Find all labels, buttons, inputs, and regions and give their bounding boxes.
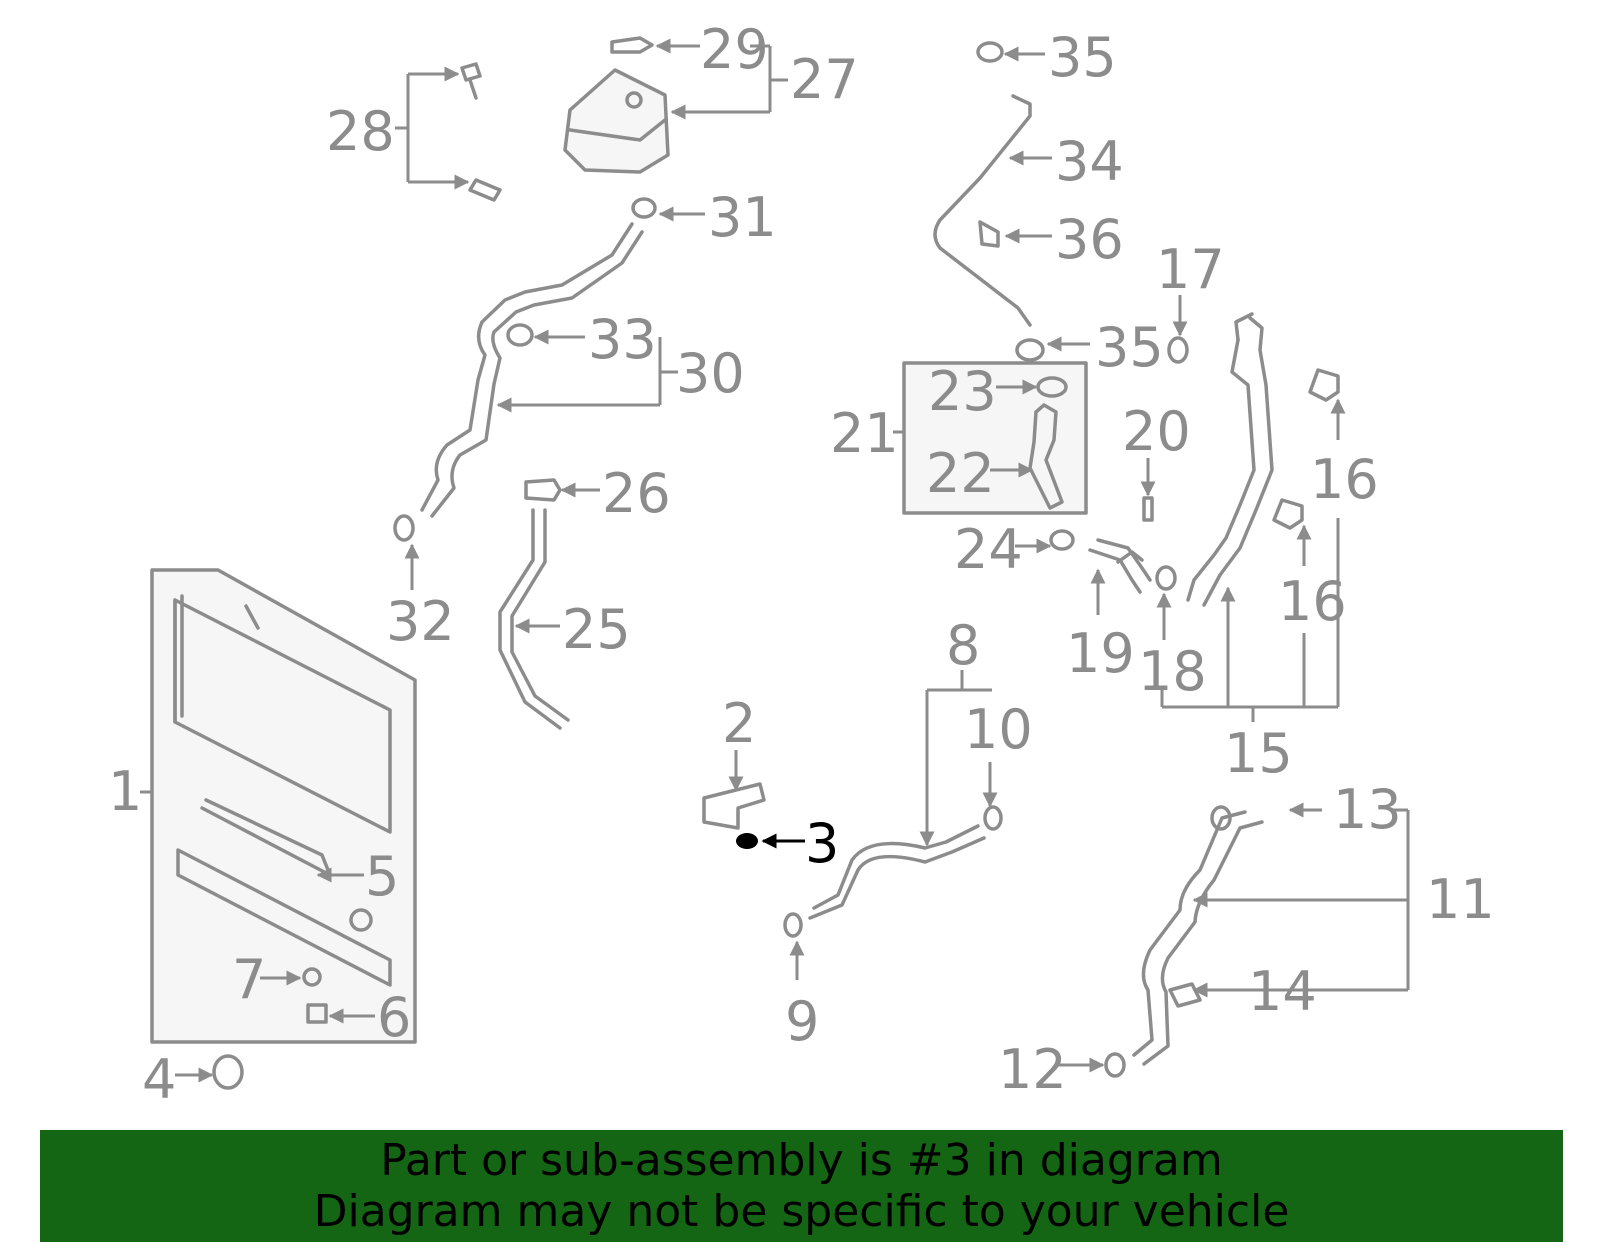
svg-text:16: 16	[1278, 570, 1347, 633]
callout-10: 10	[964, 698, 1033, 831]
svg-text:15: 15	[1224, 722, 1293, 785]
sub-assembly-box-21: 21	[830, 361, 1088, 515]
svg-text:11: 11	[1426, 868, 1495, 931]
callout-25: 25	[514, 598, 631, 661]
svg-text:33: 33	[588, 308, 657, 371]
callout-18: 18	[1138, 592, 1207, 703]
svg-text:24: 24	[954, 518, 1023, 581]
reservoir-tank	[563, 36, 670, 174]
callout-15: 15	[1160, 518, 1340, 785]
svg-text:8: 8	[946, 614, 980, 677]
svg-text:3: 3	[805, 812, 839, 875]
callout-28: 28	[326, 62, 502, 202]
hose-part-8: 8	[808, 614, 992, 920]
svg-text:35: 35	[1095, 316, 1164, 379]
callout-12: 12	[998, 1038, 1126, 1101]
svg-text:12: 12	[998, 1038, 1067, 1101]
radiator-assembly	[150, 568, 417, 1044]
hose-part-30	[393, 197, 657, 542]
svg-text:29: 29	[700, 18, 769, 81]
callout-24: 24	[954, 518, 1052, 581]
callout-20: 20	[1122, 400, 1191, 497]
callout-23: 23	[928, 360, 1038, 423]
callout-7: 7	[232, 948, 302, 1011]
svg-text:36: 36	[1055, 208, 1124, 271]
svg-text:35: 35	[1048, 26, 1117, 89]
svg-text:32: 32	[386, 590, 455, 653]
hose-part-11: 13 11 14	[1132, 778, 1495, 1066]
callout-35-bottom: 35	[1046, 316, 1164, 379]
banner-line-disclaimer: Diagram may not be specific to your vehi…	[313, 1186, 1290, 1237]
svg-text:9: 9	[785, 990, 819, 1053]
svg-text:4: 4	[142, 1048, 176, 1111]
callout-30: 30	[496, 337, 745, 413]
callout-16-upper: 16	[1310, 398, 1379, 511]
callout-27: 27	[670, 44, 859, 120]
callout-1: 1	[108, 760, 152, 823]
svg-text:26: 26	[602, 462, 671, 525]
callout-36: 36	[1004, 208, 1124, 271]
svg-text:2: 2	[722, 692, 756, 755]
svg-text:18: 18	[1138, 640, 1207, 703]
callout-9: 9	[783, 912, 819, 1053]
svg-text:10: 10	[964, 698, 1033, 761]
callout-16-lower: 16	[1278, 524, 1347, 633]
svg-text:1: 1	[108, 760, 142, 823]
callout-32: 32	[386, 543, 455, 653]
svg-text:19: 19	[1066, 622, 1135, 685]
callout-5: 5	[316, 845, 399, 908]
svg-text:23: 23	[928, 360, 997, 423]
bracket-part-2: 2	[702, 692, 766, 830]
callout-6: 6	[328, 986, 411, 1049]
svg-text:16: 16	[1310, 448, 1379, 511]
callout-19: 19	[1066, 568, 1135, 685]
callout-26: 26	[560, 462, 671, 525]
banner-line-part: Part or sub-assembly is #3 in diagram	[380, 1135, 1223, 1186]
callout-4: 4	[142, 1048, 244, 1111]
svg-text:17: 17	[1156, 238, 1225, 301]
svg-text:7: 7	[232, 948, 266, 1011]
svg-text:21: 21	[830, 402, 899, 465]
svg-text:6: 6	[377, 986, 411, 1049]
svg-text:20: 20	[1122, 400, 1191, 463]
callout-31: 31	[658, 186, 777, 249]
svg-text:34: 34	[1055, 130, 1124, 193]
callout-17: 17	[1156, 238, 1225, 337]
svg-text:14: 14	[1248, 960, 1317, 1023]
svg-text:28: 28	[326, 100, 395, 163]
svg-text:25: 25	[562, 598, 631, 661]
svg-text:31: 31	[708, 186, 777, 249]
callout-33: 33	[533, 308, 657, 371]
svg-text:13: 13	[1333, 778, 1402, 841]
hose-part-15	[1049, 312, 1340, 607]
hose-part-34	[933, 41, 1045, 362]
info-banner: Part or sub-assembly is #3 in diagram Di…	[40, 1130, 1563, 1242]
highlighted-part-3: 3	[736, 812, 839, 875]
callout-29: 29	[655, 18, 769, 81]
callout-35-top: 35	[1003, 26, 1117, 89]
svg-text:30: 30	[676, 342, 745, 405]
svg-text:22: 22	[926, 442, 995, 505]
callout-22: 22	[926, 442, 1034, 505]
callout-34: 34	[1008, 130, 1124, 193]
svg-text:27: 27	[790, 48, 859, 111]
hose-part-25	[498, 478, 570, 730]
svg-text:5: 5	[365, 845, 399, 908]
